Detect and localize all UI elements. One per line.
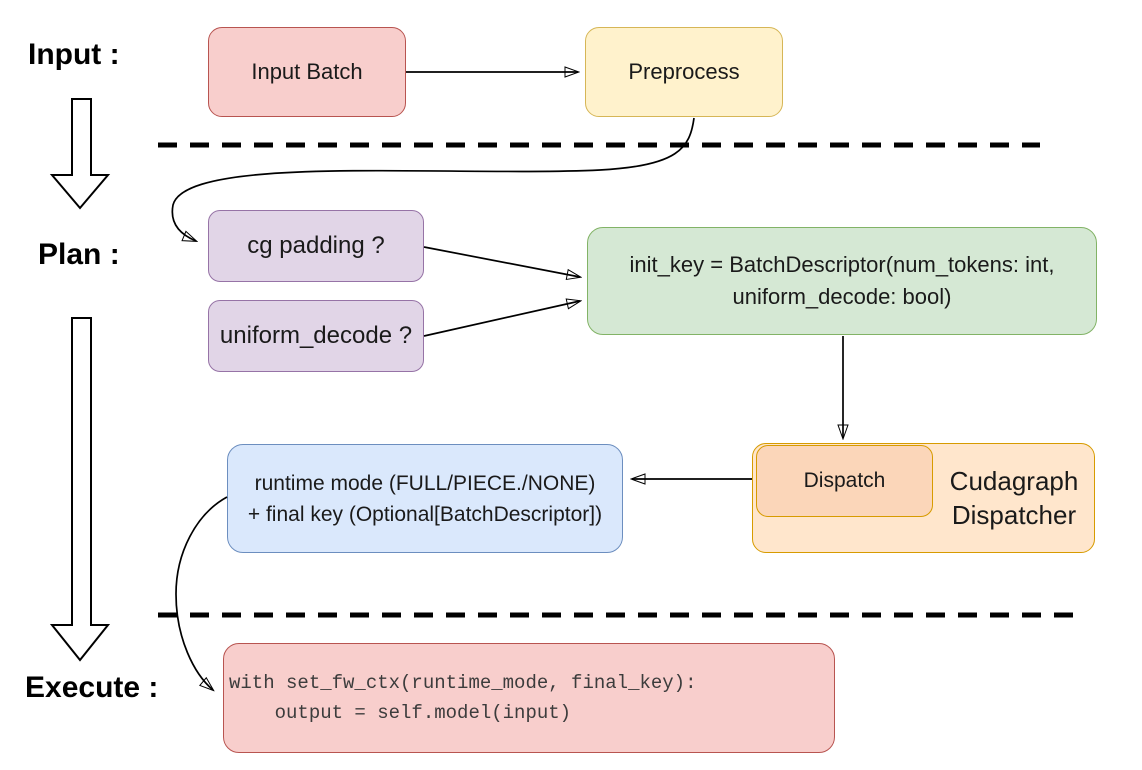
hollow-down-arrow-plan-to-execute	[49, 317, 111, 662]
node-uniform-decode: uniform_decode ?	[208, 300, 424, 372]
node-preprocess: Preprocess	[585, 27, 783, 117]
execute-code-line2: output = self.model(input)	[229, 702, 572, 724]
node-preprocess-label: Preprocess	[628, 59, 740, 84]
node-runtime-result-line2: + final key (Optional[BatchDescriptor])	[247, 502, 603, 526]
node-execute-code: with set_fw_ctx(runtime_mode, final_key)…	[223, 643, 835, 753]
node-input-batch-label: Input Batch	[251, 59, 363, 84]
cudagraph-label-line1: Cudagraph	[949, 466, 1079, 496]
node-runtime-result: runtime mode (FULL/PIECE./NONE) + final …	[227, 444, 623, 553]
node-cudagraph-dispatcher-label: Cudagraph Dispatcher	[933, 443, 1095, 553]
node-cg-padding-label: cg padding ?	[247, 232, 385, 259]
node-dispatch: Dispatch	[756, 445, 933, 517]
node-init-key: init_key = BatchDescriptor(num_tokens: i…	[587, 227, 1097, 335]
node-dispatch-label: Dispatch	[803, 469, 886, 492]
node-runtime-result-line1: runtime mode (FULL/PIECE./NONE)	[254, 471, 596, 495]
section-label-input: Input :	[28, 38, 120, 71]
hollow-down-arrow-input-to-plan	[49, 98, 111, 210]
section-label-plan: Plan :	[38, 238, 120, 271]
node-init-key-line1: init_key = BatchDescriptor(num_tokens: i…	[629, 252, 1055, 277]
arrow-uniform-decode-to-init-key	[423, 301, 580, 337]
node-input-batch: Input Batch	[208, 27, 406, 117]
node-cg-padding: cg padding ?	[208, 210, 424, 282]
node-uniform-decode-label: uniform_decode ?	[219, 322, 413, 349]
section-label-execute: Execute :	[25, 671, 159, 704]
arrow-runtime-result-to-execute-code	[175, 496, 228, 690]
arrow-cg-padding-to-init-key	[423, 246, 580, 277]
node-init-key-line2: uniform_decode: bool)	[732, 284, 952, 309]
execute-code-line1: with set_fw_ctx(runtime_mode, final_key)…	[229, 672, 697, 694]
cudagraph-label-line2: Dispatcher	[951, 500, 1077, 530]
